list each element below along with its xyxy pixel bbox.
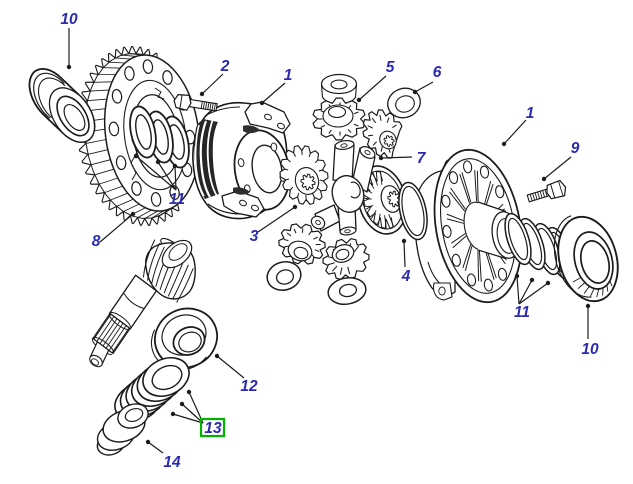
svg-text:14: 14 [163, 454, 181, 471]
svg-text:5: 5 [386, 59, 395, 76]
svg-text:4: 4 [401, 268, 411, 285]
svg-text:10: 10 [581, 341, 599, 358]
svg-text:11: 11 [514, 304, 530, 321]
svg-text:7: 7 [417, 150, 427, 167]
svg-text:9: 9 [571, 140, 580, 157]
svg-text:8: 8 [92, 233, 101, 250]
svg-text:1: 1 [526, 105, 535, 122]
svg-text:11: 11 [169, 191, 185, 208]
svg-text:1: 1 [284, 67, 293, 84]
svg-text:12: 12 [240, 378, 258, 395]
svg-text:2: 2 [220, 58, 230, 75]
svg-text:13: 13 [204, 420, 222, 437]
svg-text:10: 10 [60, 11, 78, 28]
svg-text:6: 6 [433, 64, 442, 81]
svg-text:3: 3 [250, 228, 259, 245]
